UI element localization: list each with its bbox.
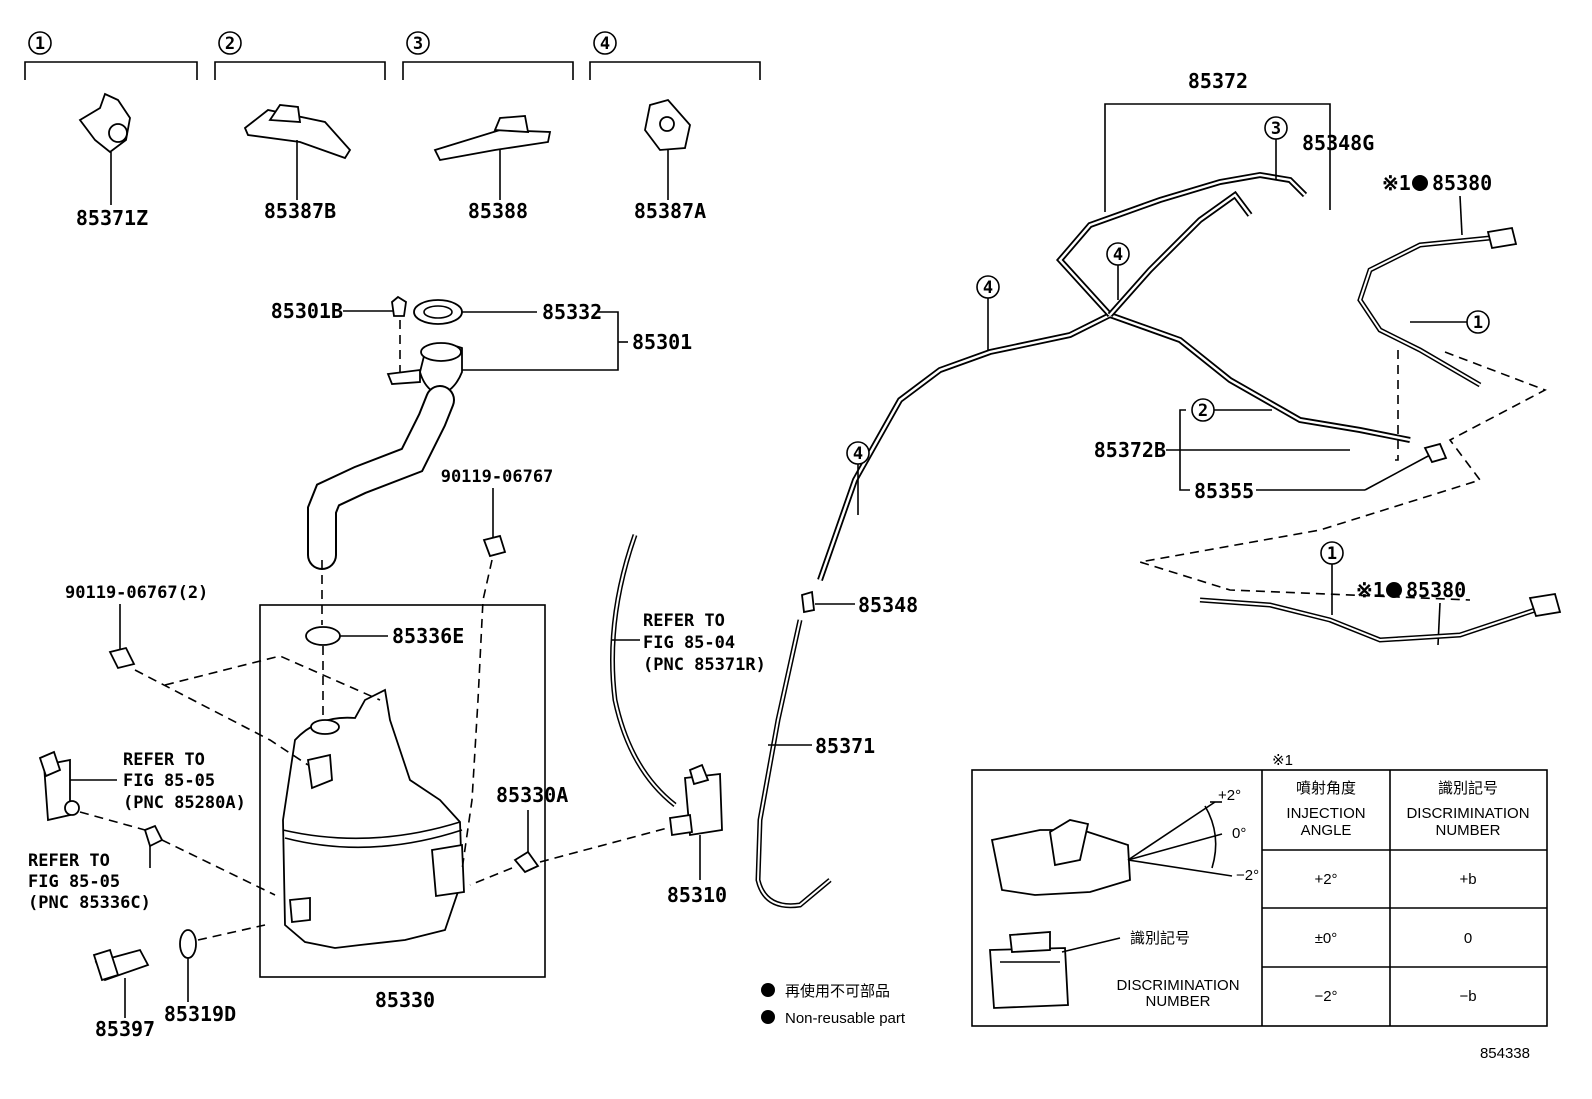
svg-text:4: 4	[600, 34, 610, 54]
svg-text:85380: 85380	[1406, 578, 1466, 602]
bolt-90119-left: 90119-06767(2)	[65, 583, 381, 766]
svg-text:3: 3	[413, 34, 423, 54]
svg-text:1: 1	[1473, 313, 1483, 333]
svg-text:※1: ※1	[1356, 578, 1385, 602]
svg-text:FIG 85-05: FIG 85-05	[123, 771, 215, 791]
bolt-90119-top: 90119-06767	[441, 467, 554, 871]
svg-text:噴射角度: 噴射角度	[1296, 780, 1356, 797]
tank-assembly: 85336E 85330	[259, 604, 546, 1012]
clip-group-1-num: 1	[35, 34, 45, 54]
svg-text:85372: 85372	[1188, 69, 1248, 93]
svg-text:識別記号: 識別記号	[1130, 930, 1190, 947]
filler-assembly: 85301B 85332 85301	[271, 295, 692, 625]
seal-85319D: 85319D	[164, 924, 266, 1026]
svg-text:FIG 85-05: FIG 85-05	[28, 872, 120, 892]
svg-text:FIG 85-04: FIG 85-04	[643, 633, 735, 653]
figure-id: 854338	[1480, 1045, 1530, 1062]
svg-text:−2°: −2°	[1236, 867, 1259, 884]
svg-text:(PNC 85371R): (PNC 85371R)	[643, 655, 766, 675]
legend-en: Non-reusable part	[785, 1010, 906, 1027]
clip-part-1: 85371Z	[76, 206, 148, 230]
svg-text:+2°: +2°	[1218, 787, 1241, 804]
svg-text:+2°: +2°	[1314, 871, 1337, 888]
ref-pump-85280A: REFER TO FIG 85-05 (PNC 85280A)	[38, 750, 246, 831]
svg-text:※1: ※1	[1382, 171, 1411, 195]
svg-text:4: 4	[1113, 245, 1123, 265]
clip-group-1: 1 85371Z	[24, 31, 198, 230]
svg-text:85319D: 85319D	[164, 1002, 236, 1026]
hose-assembly-85372: 85372 3 85348G 4 4 4 2 85372B 85355	[817, 69, 1448, 581]
clip-group-4: 4 85387A	[589, 31, 761, 223]
svg-text:85397: 85397	[95, 1017, 155, 1041]
svg-text:※1: ※1	[1272, 752, 1293, 769]
svg-text:4: 4	[983, 278, 993, 298]
svg-text:REFER TO: REFER TO	[123, 750, 205, 770]
svg-text:INJECTION: INJECTION	[1286, 805, 1365, 822]
svg-text:85355: 85355	[1194, 479, 1254, 503]
svg-text:3: 3	[1271, 119, 1281, 139]
label-85301B: 85301B	[271, 299, 343, 323]
svg-text:−b: −b	[1459, 988, 1476, 1005]
clip-group-3: 3 85388	[402, 31, 574, 223]
legend: 再使用不可部品 Non-reusable part	[761, 983, 906, 1027]
svg-text:(PNC 85336C): (PNC 85336C)	[28, 893, 151, 913]
svg-text:DISCRIMINATION: DISCRIMINATION	[1116, 977, 1239, 994]
svg-text:85348: 85348	[858, 593, 918, 617]
svg-text:4: 4	[853, 444, 863, 464]
svg-text:NUMBER: NUMBER	[1435, 822, 1500, 839]
grommet-85330A: 85330A	[469, 783, 691, 886]
label-85336E: 85336E	[392, 624, 464, 648]
injection-angle-table: ※1 噴射角度 INJECTION ANGLE 識別記号 DISCRIMINAT…	[971, 752, 1548, 1027]
svg-text:85372B: 85372B	[1094, 438, 1166, 462]
legend-jp: 再使用不可部品	[785, 983, 890, 1000]
svg-text:85388: 85388	[468, 199, 528, 223]
svg-text:85380: 85380	[1432, 171, 1492, 195]
svg-text:85348G: 85348G	[1302, 131, 1374, 155]
label-85332: 85332	[542, 300, 602, 324]
pump-85310: REFER TO FIG 85-04 (PNC 85371R) 85310	[610, 534, 766, 907]
svg-text:REFER TO: REFER TO	[28, 851, 110, 871]
svg-text:90119-06767(2): 90119-06767(2)	[65, 583, 208, 603]
svg-text:2: 2	[225, 34, 235, 54]
svg-text:−2°: −2°	[1314, 988, 1337, 1005]
svg-text:識別記号: 識別記号	[1438, 780, 1498, 797]
nozzle-hose-85380-lower: 1 ※1 85380	[1199, 541, 1562, 646]
svg-text:±0°: ±0°	[1315, 930, 1338, 947]
svg-text:85371: 85371	[815, 734, 875, 758]
svg-text:2: 2	[1198, 401, 1208, 421]
hose-85371: 85371 85348	[755, 590, 918, 909]
ref-grommet-85336C: REFER TO FIG 85-05 (PNC 85336C)	[28, 824, 276, 913]
svg-text:DISCRIMINATION: DISCRIMINATION	[1406, 805, 1529, 822]
svg-text:0: 0	[1464, 930, 1472, 947]
svg-text:90119-06767: 90119-06767	[441, 467, 554, 487]
label-85301: 85301	[632, 330, 692, 354]
svg-text:NUMBER: NUMBER	[1145, 993, 1210, 1010]
svg-text:REFER TO: REFER TO	[643, 611, 725, 631]
nozzle-hose-85380-upper: ※1 85380 1	[1139, 171, 1547, 601]
svg-text:85310: 85310	[667, 883, 727, 907]
label-85330: 85330	[375, 988, 435, 1012]
svg-text:0°: 0°	[1232, 825, 1246, 842]
svg-text:ANGLE: ANGLE	[1301, 822, 1352, 839]
clip-group-2: 2 85387B	[214, 31, 386, 223]
sensor-85397: 85397	[92, 948, 155, 1041]
svg-text:85330A: 85330A	[496, 783, 568, 807]
svg-text:85387B: 85387B	[264, 199, 336, 223]
svg-text:(PNC 85280A): (PNC 85280A)	[123, 793, 246, 813]
svg-text:85387A: 85387A	[634, 199, 706, 223]
svg-text:1: 1	[1327, 544, 1337, 564]
svg-text:+b: +b	[1459, 871, 1476, 888]
